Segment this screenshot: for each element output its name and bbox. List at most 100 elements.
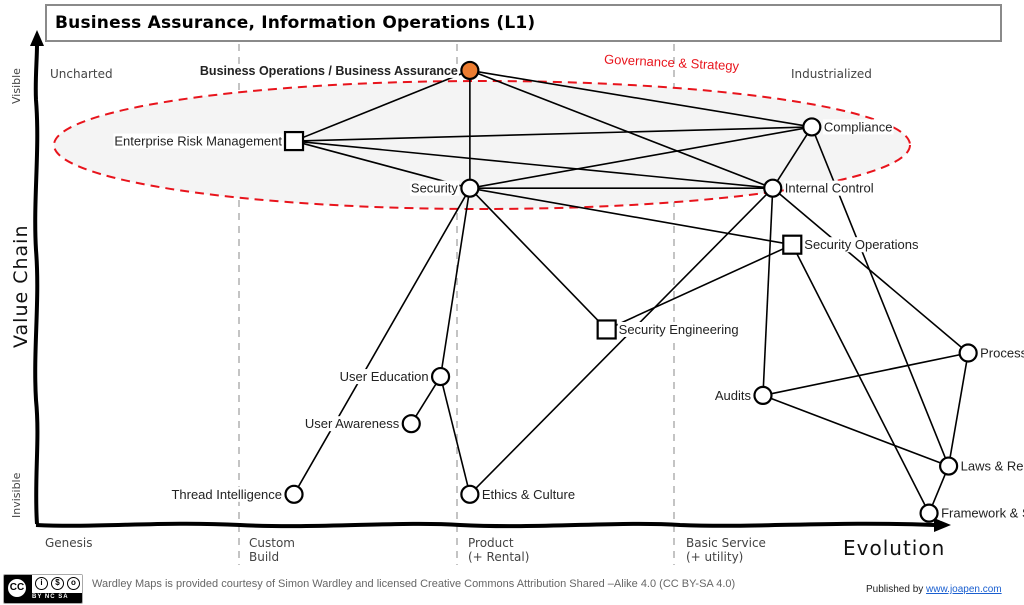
region-uncharted: Uncharted [50, 67, 113, 81]
label-background [959, 458, 1024, 474]
component-label: Enterprise Risk Management [114, 134, 282, 149]
published-by: Published by www.joapen.com [866, 584, 1002, 595]
component-bo[interactable]: Business Operations / Business Assurance [198, 60, 480, 81]
component-erm[interactable]: Enterprise Risk Management [113, 130, 305, 152]
component-sops[interactable]: Security Operations [782, 234, 920, 255]
link-comp-laws [811, 126, 950, 467]
circle-node-icon[interactable] [802, 117, 822, 137]
link-aud-proc [762, 352, 969, 397]
square-node-icon[interactable] [283, 130, 305, 152]
label-background [409, 180, 460, 196]
credit-text: Wardley Maps is provided courtesy of Sim… [92, 578, 736, 590]
region-industrialized: Industrialized [791, 67, 872, 81]
cc-icon: CC [6, 577, 28, 599]
link-ic-proc [772, 187, 969, 354]
stage-dividers [238, 44, 675, 565]
components: Business Operations / Business Assurance… [113, 60, 1024, 523]
link-ic-aud [762, 188, 774, 396]
circle-node-icon[interactable] [284, 484, 304, 504]
link-aud-laws [762, 394, 949, 467]
link-uedu-eth [439, 376, 471, 495]
label-background [338, 369, 430, 385]
component-label: Thread Intelligence [171, 487, 282, 502]
component-seng[interactable]: Security Engineering [596, 319, 740, 340]
label-background [822, 119, 894, 135]
axes [30, 30, 951, 532]
component-uedu[interactable]: User Education [338, 366, 451, 387]
label-background [940, 505, 1024, 521]
component-label: Framework & Standards [941, 506, 1024, 521]
component-label: Audits [715, 388, 752, 403]
component-uaw[interactable]: User Awareness [303, 414, 421, 434]
component-comp[interactable]: Compliance [802, 117, 894, 137]
stage-custom-build: Custom Build [249, 536, 295, 564]
link-proc-laws [947, 352, 969, 467]
label-background [170, 486, 284, 502]
component-label: Security Engineering [619, 322, 739, 337]
y-axis-top-label: Visible [10, 68, 23, 104]
circle-node-icon[interactable] [919, 503, 939, 523]
link-comp-ic [772, 126, 813, 189]
cc-terms: BY NC SA [32, 594, 69, 600]
y-axis-bottom-label: Invisible [10, 472, 23, 518]
circle-node-icon[interactable] [753, 385, 773, 406]
component-label: Security Operations [804, 237, 919, 252]
circle-node-icon[interactable] [460, 178, 480, 198]
anchor-node-icon[interactable] [460, 60, 480, 81]
circle-node-icon[interactable] [763, 178, 783, 198]
cc-sa-icon: o [67, 577, 80, 590]
component-eth[interactable]: Ethics & Culture [460, 484, 577, 504]
circle-node-icon[interactable] [958, 343, 978, 363]
link-bo-erm [293, 69, 471, 142]
circle-node-icon[interactable] [460, 484, 480, 504]
circle-node-icon[interactable] [939, 456, 959, 476]
component-label: User Awareness [305, 416, 400, 431]
link-erm-ic [293, 140, 773, 189]
component-ic[interactable]: Internal Control [763, 178, 875, 198]
stage-genesis: Genesis [45, 536, 93, 550]
stage-commodity: Basic Service (+ utility) [686, 536, 766, 564]
link-bo-comp [469, 69, 812, 128]
component-ti[interactable]: Thread Intelligence [170, 484, 304, 504]
label-background [783, 180, 875, 196]
x-axis-label: Evolution [843, 536, 946, 560]
label-background [480, 486, 577, 502]
link-erm-comp [293, 126, 812, 142]
link-bo-ic [469, 69, 774, 189]
component-aud[interactable]: Audits [713, 385, 773, 406]
component-proc[interactable]: Processes [958, 343, 1024, 363]
link-erm-sec [293, 140, 471, 189]
component-laws[interactable]: Laws & Regulations [939, 456, 1024, 476]
circle-node-icon[interactable] [430, 366, 451, 387]
component-fws[interactable]: Framework & Standards [919, 503, 1024, 523]
label-background [803, 237, 920, 253]
link-sec-comp [469, 126, 812, 189]
component-label: Internal Control [785, 181, 874, 196]
x-axis-arrow [934, 518, 951, 532]
label-background [617, 321, 740, 337]
x-axis-line [35, 521, 936, 529]
y-axis-line [33, 44, 40, 525]
component-sec[interactable]: Security [409, 178, 480, 198]
link-sec-sops [469, 187, 793, 246]
link-sec-ti [293, 187, 471, 495]
component-label: Ethics & Culture [482, 487, 575, 502]
y-axis-arrow [30, 30, 44, 46]
circle-node-icon[interactable] [401, 414, 421, 434]
square-node-icon[interactable] [782, 234, 803, 255]
label-background [113, 133, 284, 149]
component-label: Processes [980, 346, 1024, 361]
cc-nc-icon: $ [51, 577, 64, 590]
label-background [713, 387, 753, 403]
map-title: Business Assurance, Information Operatio… [55, 13, 536, 33]
square-node-icon[interactable] [596, 319, 617, 340]
governance-group-ellipse[interactable] [53, 80, 911, 210]
label-background [303, 416, 401, 432]
link-sops-seng [606, 243, 793, 331]
cc-license-badge: CC i $ o BY NC SA [3, 574, 83, 604]
y-axis-label: Value Chain [10, 224, 32, 349]
link-sec-seng [469, 187, 608, 331]
title-box: Business Assurance, Information Operatio… [45, 4, 1002, 42]
publisher-link[interactable]: www.joapen.com [926, 584, 1002, 595]
component-label: Laws & Regulations [961, 459, 1024, 474]
